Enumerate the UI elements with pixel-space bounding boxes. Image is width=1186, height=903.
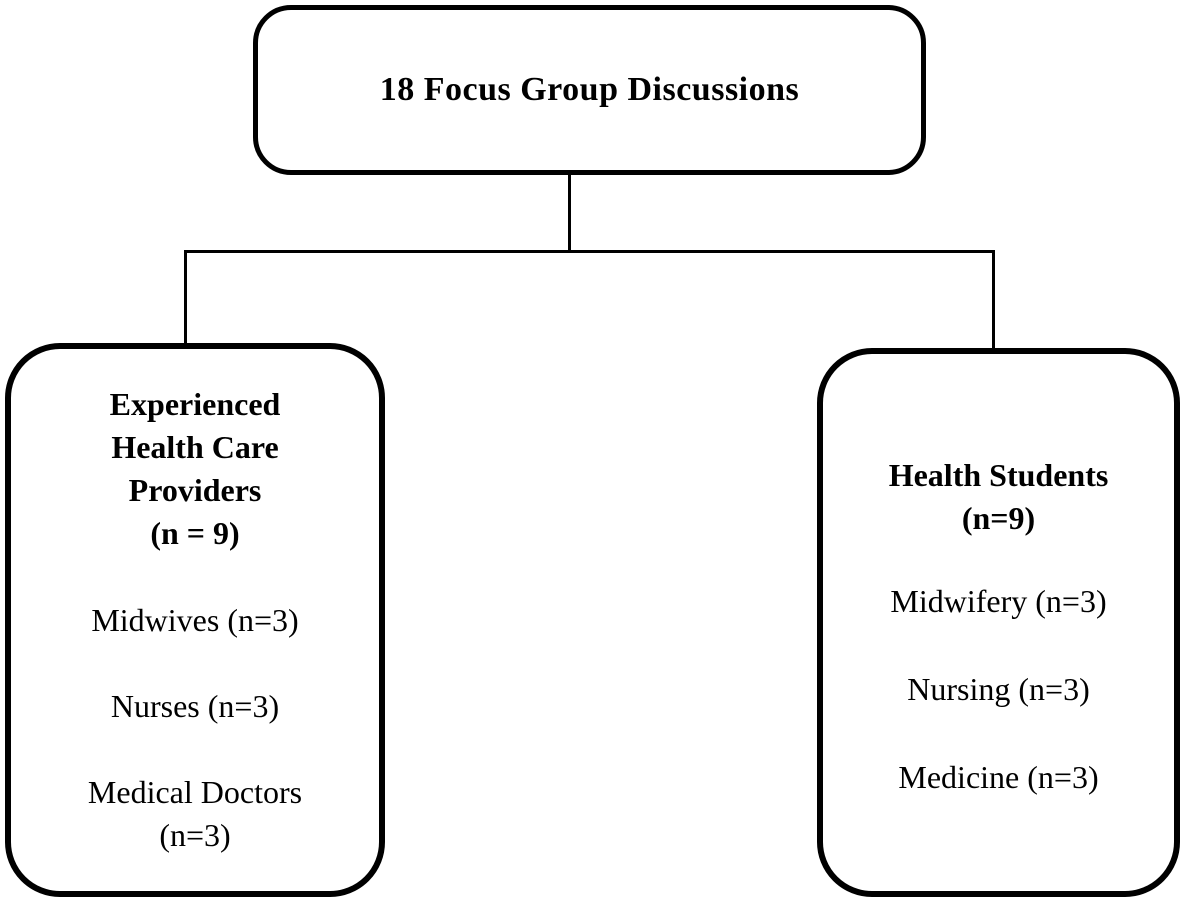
students-item-medicine: Medicine (n=3) [898,759,1099,795]
connector-horizontal-line [184,250,995,253]
focus-group-discussions-label: 18 Focus Group Discussions [379,71,800,108]
node-experienced-providers: Experienced Health Care Providers (n = 9… [5,343,385,897]
providers-item-nurses: Nurses (n=3) [110,688,280,724]
students-heading-line-1: Health Students [888,457,1109,493]
connector-right-drop-line [992,250,995,350]
connector-stem-line [568,175,571,252]
students-heading-line-2: (n=9) [961,500,1036,536]
providers-item-midwives: Midwives (n=3) [91,602,299,638]
providers-item-medical-doctors: Medical Doctors (n=3) [87,774,303,853]
students-item-nursing: Nursing (n=3) [907,671,1090,707]
node-focus-group-discussions: 18 Focus Group Discussions [253,5,926,175]
connector-left-drop-line [184,250,187,345]
node-health-students: Health Students (n=9) Midwifery (n=3) Nu… [817,348,1180,897]
students-heading: Health Students (n=9) [823,454,1174,540]
providers-heading-line-1: Experienced [109,386,281,422]
providers-heading: Experienced Health Care Providers (n = 9… [11,383,379,555]
providers-heading-line-3: Providers [128,472,262,508]
providers-heading-line-2: Health Care [111,429,279,465]
providers-heading-line-4: (n = 9) [150,515,240,551]
students-item-midwifery: Midwifery (n=3) [890,583,1107,619]
